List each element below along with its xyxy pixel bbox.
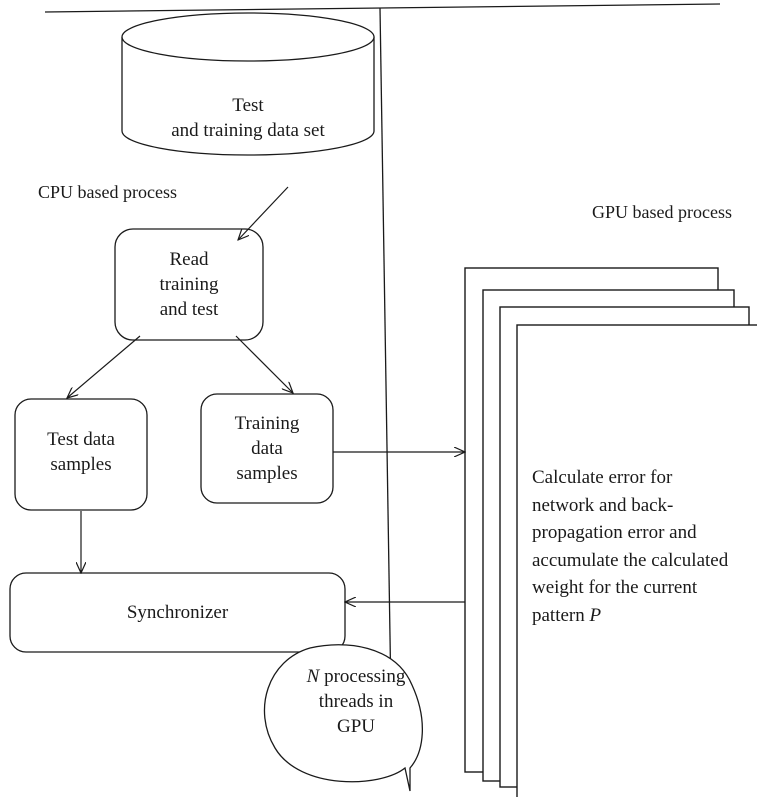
test-samples-box xyxy=(14,398,148,511)
gpu-page-stack xyxy=(464,267,757,797)
read-line-2: training xyxy=(159,274,219,295)
training-samples-box xyxy=(200,393,334,504)
threads-callout-bubble xyxy=(263,644,423,792)
top-boundary-line xyxy=(44,3,721,13)
arrow-read-to-training xyxy=(235,335,293,393)
synchronizer-label: Synchronizer xyxy=(126,602,229,623)
training-samples-line-3: samples xyxy=(236,463,298,484)
callout-processing: processing xyxy=(319,666,406,687)
read-training-box xyxy=(114,228,264,341)
cpu-gpu-divider-line xyxy=(379,7,393,763)
callout-line-3: GPU xyxy=(336,716,375,737)
callout-line-2: threads in xyxy=(318,691,394,712)
cpu-process-label: CPU based process xyxy=(38,182,177,202)
synchronizer-box xyxy=(9,572,346,653)
test-samples-line-2: samples xyxy=(50,454,112,475)
database-cylinder xyxy=(121,12,375,156)
gpu-text-line-5: weight for the current xyxy=(532,577,698,598)
test-samples-label: Test data samples xyxy=(15,427,147,477)
training-samples-label: Training data samples xyxy=(201,411,333,486)
database-label: Test and training data set xyxy=(122,93,374,143)
gpu-process-label: GPU based process xyxy=(592,202,732,222)
gpu-text-pattern: pattern xyxy=(532,604,590,626)
database-label-line2: and training data set xyxy=(171,120,325,141)
callout-line-1: N processing xyxy=(290,664,422,689)
gpu-text-line-3: propagation error and xyxy=(532,522,697,543)
test-samples-line-1: Test data xyxy=(47,429,115,450)
read-line-3: and test xyxy=(159,299,219,320)
gpu-page-front xyxy=(516,324,757,797)
database-label-line1: Test xyxy=(232,95,264,116)
gpu-text-pattern-var: P xyxy=(589,604,602,626)
read-training-label: Read training and test xyxy=(115,247,263,322)
arrow-read-to-test xyxy=(67,335,141,398)
read-line-1: Read xyxy=(169,249,209,270)
gpu-page-text: Calculate error for network and back- pr… xyxy=(532,464,728,629)
threads-callout-text: N processing threads in GPU xyxy=(290,664,422,739)
callout-var-n: N xyxy=(306,666,320,687)
gpu-text-line-2: network and back- xyxy=(532,494,674,516)
gpu-text-line-1: Calculate error for xyxy=(532,467,673,488)
gpu-text-line-6: pattern P xyxy=(532,602,728,630)
training-samples-line-1: Training xyxy=(234,413,300,434)
gpu-text-line-4: accumulate the calculated xyxy=(532,549,729,571)
training-samples-line-2: data xyxy=(251,438,283,459)
arrow-db-to-read xyxy=(238,186,289,240)
